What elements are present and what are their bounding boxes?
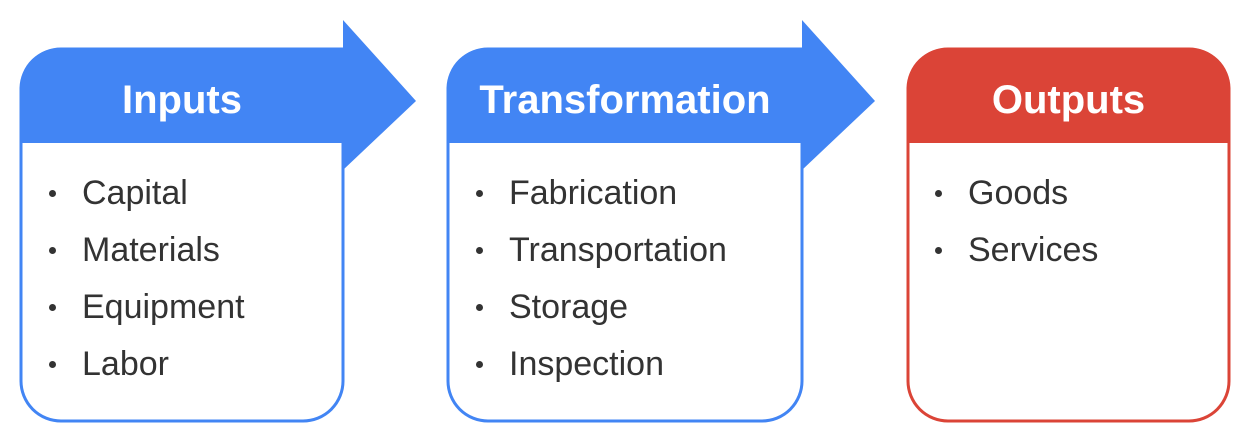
outputs-list: Goods Services bbox=[908, 168, 1098, 282]
inputs-title: Inputs bbox=[122, 78, 242, 122]
outputs-title: Outputs bbox=[991, 78, 1146, 122]
list-item: Services bbox=[908, 225, 1098, 282]
list-item: Materials bbox=[22, 225, 245, 282]
list-item: Transportation bbox=[449, 225, 727, 282]
transformation-title: Transformation bbox=[479, 78, 771, 122]
transformation-header-arrow bbox=[447, 20, 875, 170]
list-item: Inspection bbox=[449, 339, 727, 396]
list-item: Storage bbox=[449, 282, 727, 339]
list-item: Equipment bbox=[22, 282, 245, 339]
list-item: Capital bbox=[22, 168, 245, 225]
outputs-header bbox=[907, 48, 1230, 143]
inputs-header-arrow bbox=[20, 20, 416, 170]
inputs-list: Capital Materials Equipment Labor bbox=[22, 168, 245, 396]
list-item: Labor bbox=[22, 339, 245, 396]
list-item: Fabrication bbox=[449, 168, 727, 225]
list-item: Goods bbox=[908, 168, 1098, 225]
transformation-list: Fabrication Transportation Storage Inspe… bbox=[449, 168, 727, 396]
